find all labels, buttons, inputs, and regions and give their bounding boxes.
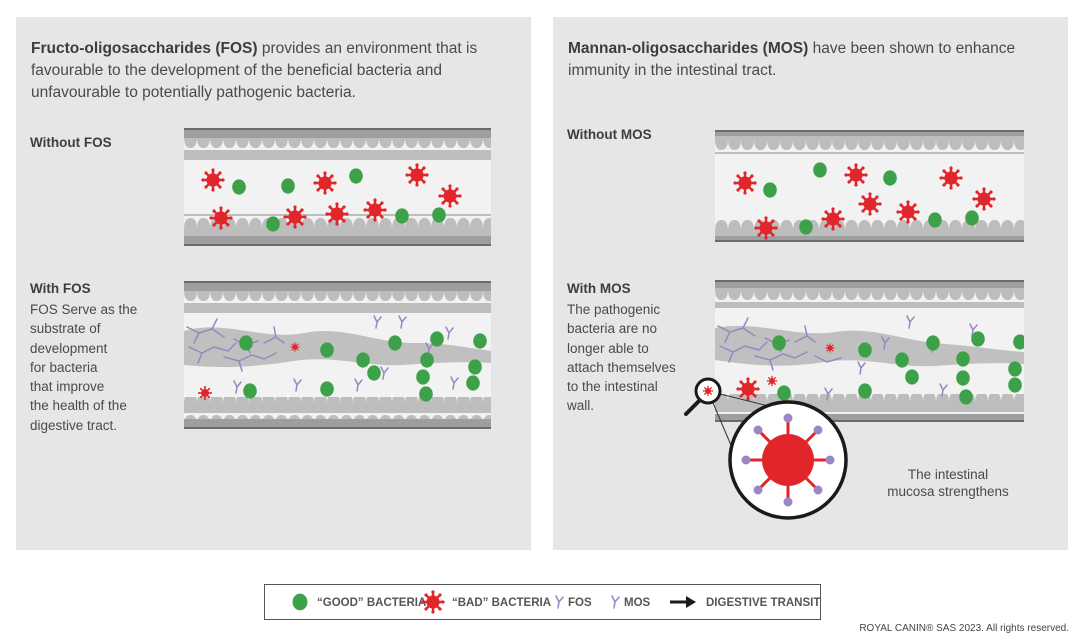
good-bacteria-icon xyxy=(883,170,897,186)
without-fos-label: Without FOS xyxy=(30,135,112,150)
legend-good-bacteria: “GOOD” BACTERIA xyxy=(317,597,426,609)
with-fos-description: FOS Serve as the substrate of developmen… xyxy=(30,302,138,433)
good-bacteria-icon xyxy=(813,162,827,178)
good-bacteria-icon xyxy=(926,335,940,351)
good-bacteria-icon xyxy=(416,369,430,385)
magnified-bad-bacteria xyxy=(741,413,835,507)
good-bacteria-icon xyxy=(965,210,979,226)
magnifier-icon xyxy=(684,377,722,416)
good-bacteria-icon xyxy=(239,335,253,351)
with-mos-description: The pathogenic bacteria are no longer ab… xyxy=(567,302,676,414)
good-bacteria-icon xyxy=(971,331,985,347)
fos-icon xyxy=(555,595,564,609)
good-bacteria-icon xyxy=(466,375,480,391)
bad-bacteria-icon xyxy=(404,162,430,188)
good-bacteria-icon xyxy=(1008,361,1022,377)
without-mos-intestine-diagram xyxy=(715,130,1024,242)
bad-bacteria-icon xyxy=(362,197,388,223)
bad-bacteria-icon xyxy=(971,186,997,212)
mos-intro-bold: Mannan-oligosaccharides (MOS) xyxy=(568,40,809,57)
good-bacteria-icon xyxy=(858,342,872,358)
good-bacteria-icon xyxy=(763,182,777,198)
good-bacteria-icon xyxy=(395,208,409,224)
good-bacteria-icon xyxy=(266,216,280,232)
legend-fos: FOS xyxy=(568,597,592,609)
copyright-notice: ROYAL CANIN® SAS 2023. All rights reserv… xyxy=(859,623,1069,634)
without-mos-label: Without MOS xyxy=(567,127,652,142)
legend-mos: MOS xyxy=(624,597,651,609)
good-bacteria-icon xyxy=(432,207,446,223)
bad-bacteria-icon xyxy=(200,167,226,193)
fos-panel: Fructo-oligosaccharides (FOS) provides a… xyxy=(16,17,531,550)
bad-bacteria-icon xyxy=(312,170,338,196)
good-bacteria-icon xyxy=(895,352,909,368)
good-bacteria-icon xyxy=(858,383,872,399)
good-bacteria-icon xyxy=(905,369,919,385)
bad-bacteria-icon xyxy=(437,183,463,209)
bad-bacteria-icon xyxy=(753,215,779,241)
good-bacteria-icon xyxy=(468,359,482,375)
good-bacteria-icon xyxy=(959,389,973,405)
mos-intro-text: Mannan-oligosaccharides (MOS) have been … xyxy=(568,38,1048,82)
arrow-right-icon xyxy=(670,596,696,608)
mos-icon xyxy=(611,595,620,609)
good-bacteria-icon xyxy=(928,212,942,228)
good-bacteria-icon xyxy=(419,386,433,402)
fos-intro-bold: Fructo-oligosaccharides (FOS) xyxy=(31,40,258,57)
good-bacteria-icon xyxy=(320,381,334,397)
good-bacteria-icon xyxy=(356,352,370,368)
bad-bacteria-icon xyxy=(732,170,758,196)
with-fos-intestine-diagram xyxy=(184,281,491,429)
good-bacteria-icon xyxy=(956,370,970,386)
good-bacteria-icon xyxy=(232,179,246,195)
with-fos-label: With FOS xyxy=(30,281,91,296)
bad-bacteria-icon xyxy=(843,162,869,188)
bad-bacteria-icon xyxy=(197,385,213,401)
good-bacteria-icon xyxy=(473,333,487,349)
good-bacteria-icon xyxy=(388,335,402,351)
good-bacteria-icon xyxy=(367,365,381,381)
fos-intro-text: Fructo-oligosaccharides (FOS) provides a… xyxy=(31,38,511,104)
with-mos-intestine-diagram xyxy=(715,280,1024,422)
mos-panel: Mannan-oligosaccharides (MOS) have been … xyxy=(553,17,1068,550)
with-mos-label: With MOS xyxy=(567,281,631,296)
good-bacteria-icon xyxy=(799,219,813,235)
good-bacteria-icon xyxy=(349,168,363,184)
good-bacteria-icon xyxy=(281,178,295,194)
bad-bacteria-icon xyxy=(289,341,301,353)
good-bacteria-icon xyxy=(243,383,257,399)
bad-bacteria-icon xyxy=(282,204,308,230)
bad-bacteria-icon xyxy=(324,201,350,227)
good-bacteria-icon xyxy=(292,593,308,611)
good-bacteria-icon xyxy=(772,335,786,351)
good-bacteria-icon xyxy=(320,342,334,358)
good-bacteria-icon xyxy=(1008,377,1022,393)
fos-intro-rest: provides an environment that is favourab… xyxy=(31,40,478,101)
magnified-pathogen-view xyxy=(684,377,848,520)
without-fos-intestine-diagram xyxy=(184,128,491,246)
mucosa-callout: The intestinal mucosa strengthens xyxy=(887,467,1009,499)
legend-digestive-transit: DIGESTIVE TRANSIT xyxy=(706,597,820,609)
legend-bad-bacteria: “BAD” BACTERIA xyxy=(452,597,551,609)
bad-bacteria-icon xyxy=(824,342,836,354)
bad-bacteria-icon xyxy=(820,206,846,232)
bad-bacteria-icon xyxy=(420,589,446,615)
good-bacteria-icon xyxy=(430,331,444,347)
bad-bacteria-icon xyxy=(938,165,964,191)
mos-intro-rest: have been shown to enhance immunity in t… xyxy=(568,40,1016,79)
good-bacteria-icon xyxy=(956,351,970,367)
legend: “GOOD” BACTERIA “BAD” BACTERIA FOS MOS D… xyxy=(264,584,821,620)
bad-bacteria-icon xyxy=(895,199,921,225)
bad-bacteria-icon xyxy=(208,205,234,231)
good-bacteria-icon xyxy=(420,352,434,368)
bad-bacteria-icon xyxy=(857,191,883,217)
